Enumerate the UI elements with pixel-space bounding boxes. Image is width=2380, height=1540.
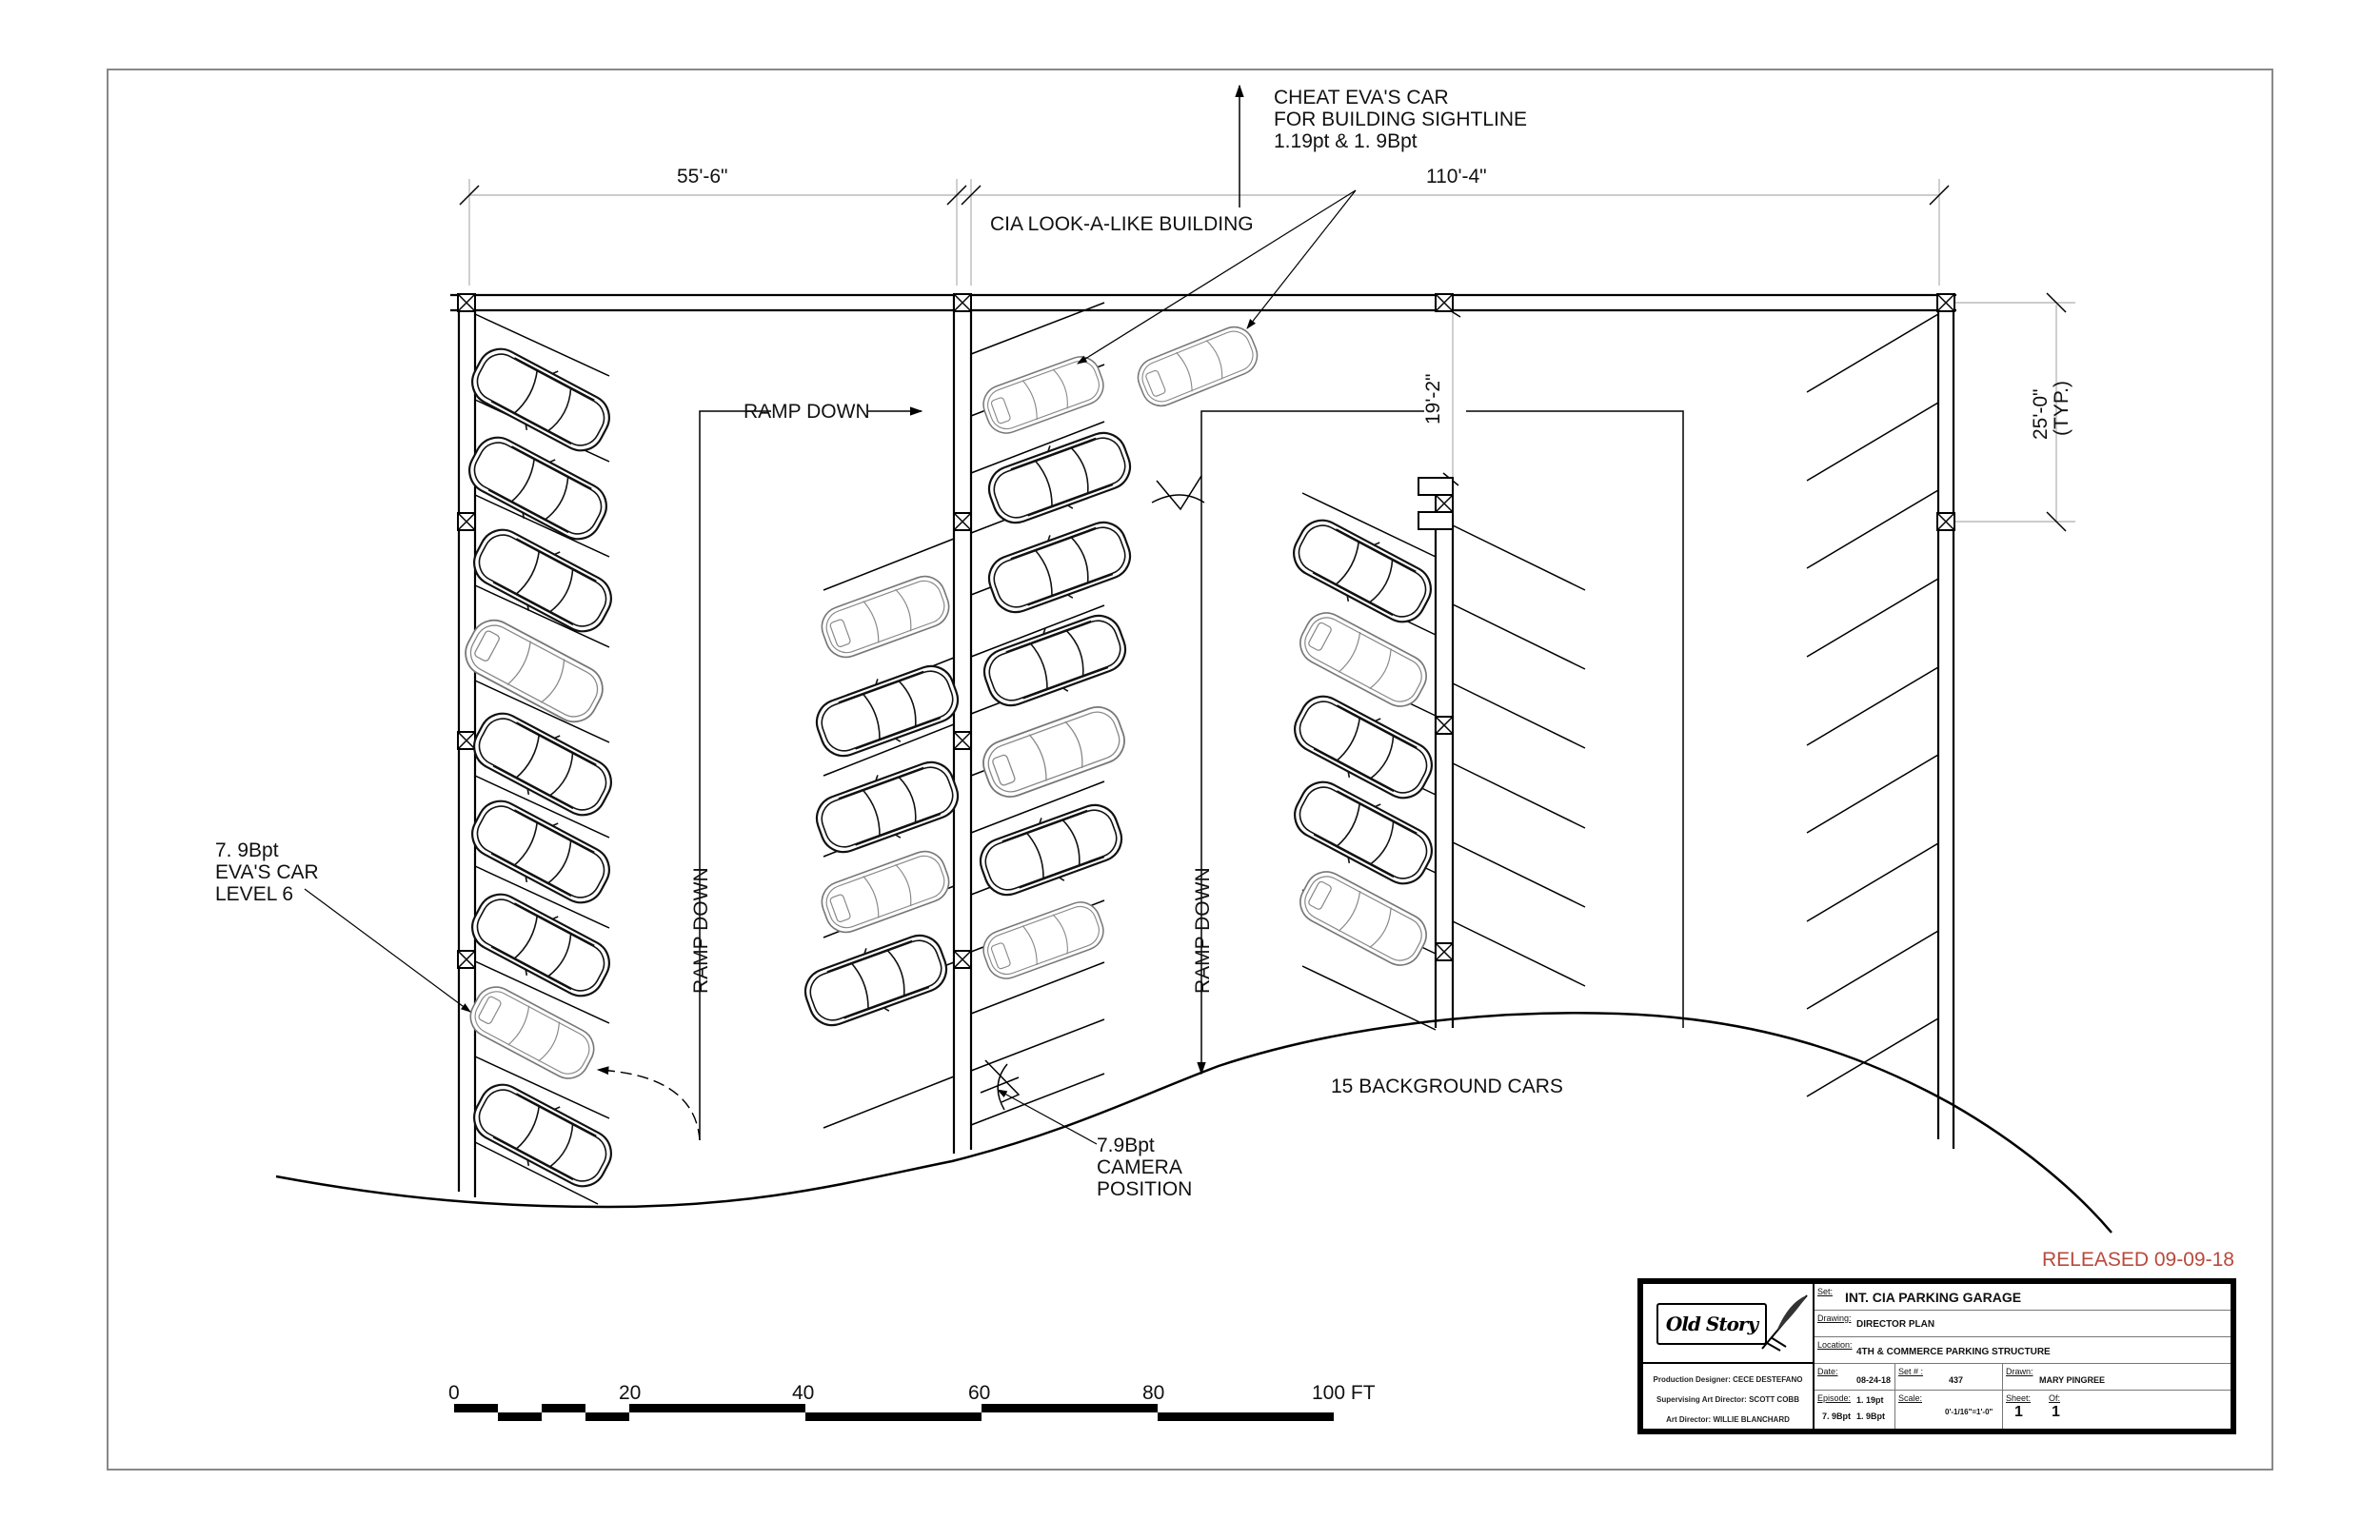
supervising-art-director: SCOTT COBB [1749, 1395, 1799, 1404]
leader-lines [304, 84, 1357, 1145]
scale-value: 0'-1/16"=1'-0" [1945, 1408, 1993, 1416]
logo-scroll-icon: Old Story [1656, 1303, 1767, 1345]
scale-tick-40: 40 [792, 1382, 814, 1404]
parked-cars-third-bay [1282, 506, 1443, 974]
camera-line3: POSITION [1097, 1178, 1192, 1200]
supervising-art-director-label: Supervising Art Director: [1656, 1395, 1747, 1404]
location-value: 4TH & COMMERCE PARKING STRUCTURE [1856, 1347, 2051, 1357]
drawn-label: Drawn: [2006, 1367, 2033, 1376]
date-value: 08-24-18 [1856, 1375, 1892, 1385]
cheat-note-line3: 1.19pt & 1. 9Bpt [1274, 130, 1418, 152]
drawing-label: Drawing: [1817, 1313, 1852, 1323]
stall-lines [474, 302, 1939, 1205]
sheet-frame [107, 69, 2273, 1471]
structure-walls [450, 293, 1956, 1197]
dim-stall-depth-note: (TYP.) [2051, 381, 2073, 436]
dim-left-bay: 55'-6" [677, 166, 728, 188]
set-number-label: Set # : [1898, 1367, 1924, 1376]
sheet-value: 1 [2014, 1404, 2023, 1420]
of-value: 1 [2052, 1404, 2060, 1420]
scale-tick-20: 20 [619, 1382, 641, 1404]
scale-bar: 0 20 40 60 80 100 FT [448, 1382, 1376, 1421]
scale-tick-100: 100 FT [1312, 1382, 1376, 1404]
parked-cars-mid-right-bay [971, 320, 1264, 985]
sheet-label: Sheet: [2006, 1393, 2032, 1403]
art-director-label: Art Director: [1666, 1415, 1712, 1424]
eva-car-line3: LEVEL 6 [215, 883, 293, 905]
set-label: Set: [1817, 1287, 1834, 1296]
drawing-value: DIRECTOR PLAN [1856, 1319, 1935, 1330]
ramp-down-center: RAMP DOWN [1192, 867, 1214, 994]
set-value: INT. CIA PARKING GARAGE [1845, 1290, 2022, 1305]
cheat-note-line1: CHEAT EVA'S CAR [1274, 87, 1449, 109]
parked-cars-mid-left-bay [796, 569, 967, 1037]
eva-car-line2: EVA'S CAR [215, 861, 319, 883]
dim-right-bay: 110'-4" [1426, 166, 1487, 188]
ramp-down-horizontal: RAMP DOWN [744, 401, 870, 423]
camera-icon [980, 475, 1205, 1111]
drawn-value: MARY PINGREE [2039, 1375, 2106, 1385]
background-cars-label: 15 BACKGROUND CARS [1331, 1076, 1563, 1097]
location-label: Location: [1817, 1340, 1853, 1350]
scale-tick-0: 0 [448, 1382, 460, 1404]
episode-value-2: 7. 9Bpt [1822, 1412, 1852, 1421]
episode-row: Episode: 1. 19pt 7. 9Bpt 1. 9Bpt Scale: … [1815, 1391, 2231, 1429]
title-block: Old Story Production Designer: CECE DEST… [1637, 1278, 2236, 1434]
logo-text: Old Story [1665, 1313, 1758, 1335]
date-row: Date: 08-24-18 Set # : 437 Drawn: MARY P… [1815, 1364, 2231, 1391]
scale-label: Scale: [1898, 1393, 1923, 1403]
episode-label: Episode: [1817, 1393, 1852, 1403]
of-label: Of: [2049, 1393, 2061, 1403]
quill-icon [1761, 1294, 1808, 1352]
scale-tick-60: 60 [968, 1382, 990, 1404]
parked-cars-left-bay [456, 335, 623, 1200]
building-label: CIA LOOK-A-LIKE BUILDING [990, 213, 1254, 235]
camera-line2: CAMERA [1097, 1156, 1182, 1178]
date-label: Date: [1817, 1367, 1838, 1376]
drawing-row: Drawing: DIRECTOR PLAN [1815, 1311, 2231, 1337]
art-director: WILLIE BLANCHARD [1713, 1415, 1790, 1424]
credits: Production Designer: CECE DESTEFANO Supe… [1643, 1364, 1815, 1429]
camera-line1: 7.9Bpt [1097, 1135, 1155, 1156]
episode-value-1: 1. 19pt [1856, 1395, 1884, 1405]
eva-car-line1: 7. 9Bpt [215, 839, 279, 861]
company-logo: Old Story [1643, 1284, 1815, 1364]
production-designer-label: Production Designer: [1653, 1375, 1731, 1384]
ramp-outlines [699, 406, 1684, 1140]
dim-ramp-offset: 19'-2" [1422, 374, 1444, 425]
set-number-value: 437 [1949, 1375, 1964, 1385]
released-stamp: RELEASED 09-09-18 [2042, 1249, 2234, 1271]
episode-value-3: 1. 9Bpt [1856, 1412, 1886, 1421]
dimension-lines [459, 179, 2075, 532]
location-row: Location: 4TH & COMMERCE PARKING STRUCTU… [1815, 1337, 2231, 1364]
production-designer: CECE DESTEFANO [1733, 1375, 1803, 1384]
site-boundary-curve [275, 1011, 2112, 1234]
cheat-eva-car [1131, 320, 1264, 413]
set-row: Set: INT. CIA PARKING GARAGE [1815, 1284, 2231, 1311]
ramp-down-left: RAMP DOWN [690, 867, 712, 994]
scale-tick-80: 80 [1142, 1382, 1164, 1404]
dim-stall-depth: 25'-0" [2030, 389, 2052, 441]
cheat-note-line2: FOR BUILDING SIGHTLINE [1274, 109, 1527, 130]
